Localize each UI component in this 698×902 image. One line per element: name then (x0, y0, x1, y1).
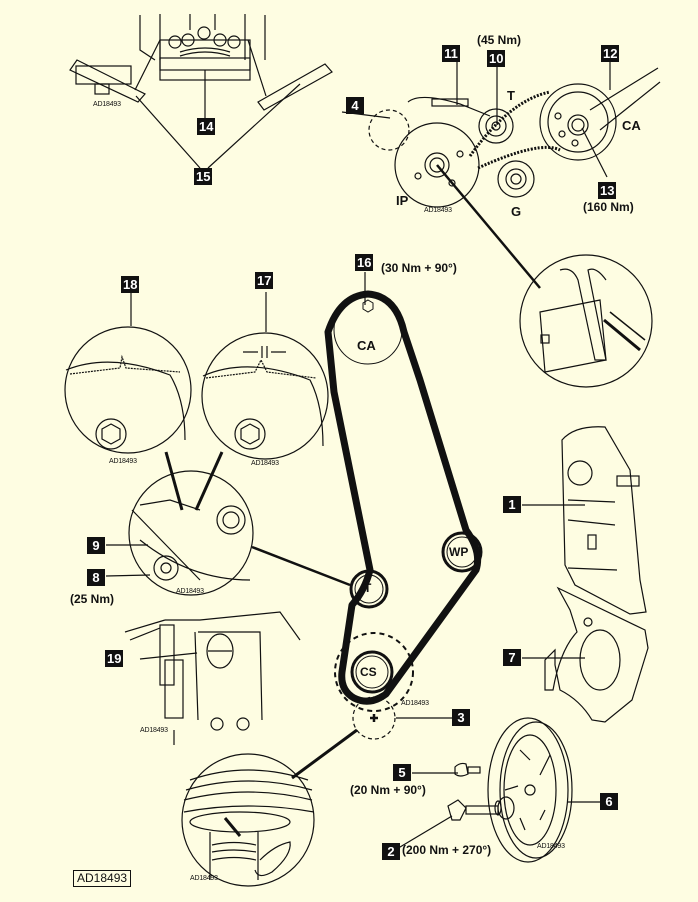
callout-6: 6 (600, 793, 618, 810)
crankshaft-pulley-illustration (394, 717, 601, 863)
belt-routing-diagram (324, 272, 483, 740)
pulley-label-crankshaft: CS (360, 665, 377, 679)
pulley-label-injection-pump: IP (396, 193, 409, 208)
sub-figure-ref: AD18493 (401, 700, 429, 707)
torque-10: (45 Nm) (477, 33, 522, 47)
sub-figure-ref: AD18493 (140, 727, 168, 734)
callout-1: 1 (503, 496, 521, 513)
sub-figure-ref: AD18493 (176, 588, 204, 595)
sub-figure-ref: AD18493 (424, 207, 452, 214)
pump-tensioner-camshaft-illustration (341, 62, 661, 289)
pulley-label-camshaft: CA (357, 338, 376, 353)
pulley-label-idler: G (511, 204, 522, 219)
gear-alignment-details (64, 292, 329, 511)
callout-19: 19 (105, 650, 124, 667)
sub-figure-ref: AD18493 (251, 460, 279, 467)
torque-5: (20 Nm + 90°) (350, 783, 426, 797)
callout-5: 5 (393, 764, 411, 781)
sub-figure-ref: AD18493 (109, 458, 137, 465)
timing-belt (324, 290, 482, 705)
torque-2: (200 Nm + 270°) (402, 843, 492, 857)
figure-reference-box: AD18493 (73, 870, 132, 887)
callout-18: 18 (121, 276, 140, 293)
callout-11: 11 (442, 45, 460, 62)
crank-pulley-timing-mark-detail (181, 728, 358, 887)
engine-block-locking-pin-illustration (124, 611, 301, 745)
pulley-label-tensioner: T (364, 581, 372, 595)
torque-8: (25 Nm) (70, 592, 115, 606)
torque-13: (160 Nm) (583, 200, 634, 214)
sub-figure-ref: AD18493 (537, 843, 565, 850)
callout-13: 13 (598, 182, 617, 199)
callout-9: 9 (87, 537, 105, 554)
crankshaft-sprocket-detail (105, 470, 351, 596)
torque-16: (30 Nm + 90°) (381, 261, 457, 275)
pulley-label-camshaft-detail: CA (622, 118, 641, 133)
camshaft-locking-tool-illustration (69, 14, 333, 169)
callout-17: 17 (255, 272, 274, 289)
callout-15: 15 (194, 168, 213, 185)
callout-8: 8 (87, 569, 105, 586)
sub-figure-ref: AD18493 (190, 875, 218, 882)
callout-7: 7 (503, 649, 521, 666)
callout-14: 14 (197, 118, 216, 135)
callout-4: 4 (346, 97, 364, 114)
pulley-label-water-pump: WP (449, 545, 469, 559)
callout-16: 16 (355, 254, 374, 271)
pump-locking-pin-detail (519, 254, 653, 388)
callout-3: 3 (452, 709, 470, 726)
pulley-label-tensioner-detail: T (507, 88, 515, 103)
callout-10: 10 (487, 50, 506, 67)
callout-12: 12 (601, 45, 620, 62)
callout-2: 2 (382, 843, 400, 860)
sub-figure-ref: AD18493 (93, 101, 121, 108)
timing-covers-illustration (522, 426, 649, 723)
